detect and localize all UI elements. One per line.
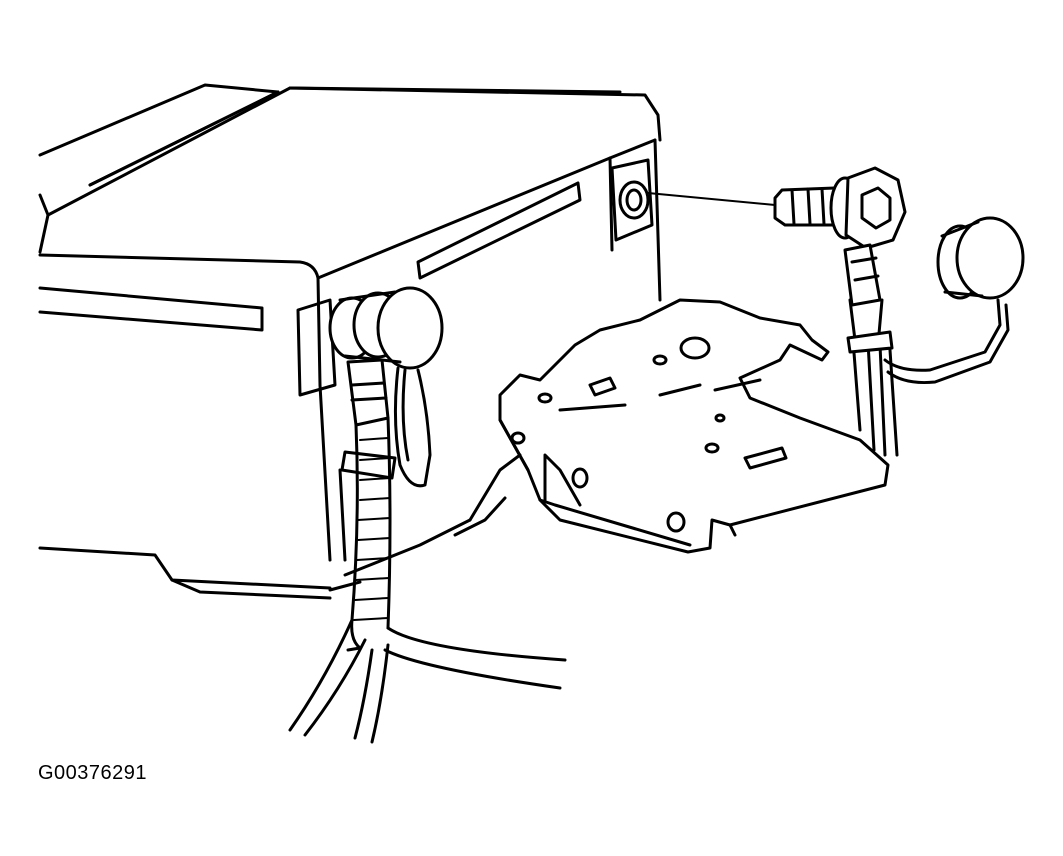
figure-id-label: G00376291 [38,762,148,784]
knock-sensor-installed [288,286,567,744]
bolt-hole [618,180,650,220]
knock-sensor-removed [843,216,1025,457]
harness-wires [346,646,362,652]
engine-housing [38,83,662,600]
alignment-line [647,192,776,206]
mounting-bolt [773,166,907,250]
mounting-bracket [453,298,890,554]
